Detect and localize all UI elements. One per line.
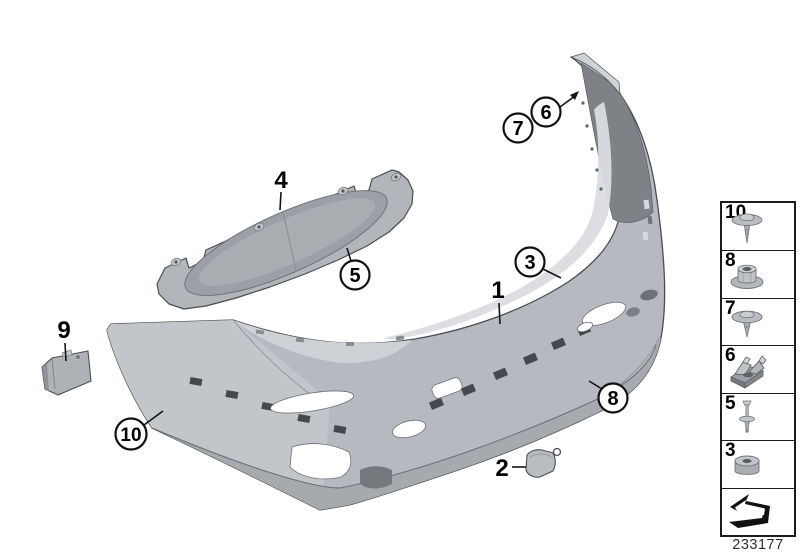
cutouts (270, 301, 627, 480)
flange-nut-icon (730, 264, 764, 289)
arm-inner-face (580, 62, 654, 223)
left-corner-facet (107, 320, 330, 510)
callout-8[interactable]: 8 (597, 382, 629, 414)
absorber-tray-inner (198, 198, 376, 286)
legend-label: 6 (725, 345, 736, 367)
impact-absorber[interactable] (156, 169, 414, 315)
svg-text:10: 10 (120, 425, 141, 446)
svg-text:3: 3 (524, 252, 535, 274)
legend-row-10[interactable]: 10 (722, 203, 794, 250)
dark-details (360, 101, 658, 489)
valance-band (152, 338, 661, 510)
side-mounting-bracket[interactable] (41, 349, 92, 396)
absorber-bosses (170, 172, 402, 267)
callout-1[interactable]: 1 (491, 277, 504, 304)
callout-7[interactable]: 7 (502, 112, 534, 144)
legend-row-6[interactable]: 6 (722, 345, 794, 392)
edge-tabs (255, 329, 405, 346)
crease-line (151, 344, 657, 489)
legend-label: 5 (725, 392, 736, 414)
callout-4[interactable]: 4 (274, 167, 288, 194)
callout-3[interactable]: 3 (514, 246, 546, 278)
callout-6[interactable]: 6 (530, 96, 562, 128)
svg-text:7: 7 (512, 118, 523, 140)
drawing-number: 233177 (732, 537, 784, 553)
svg-text:8: 8 (607, 388, 618, 410)
bracket-fold (51, 357, 56, 390)
legend-row-arrow[interactable] (722, 487, 794, 535)
bracket-tab (61, 349, 73, 358)
callout-2[interactable]: 2 (495, 455, 508, 482)
legend-label: 3 (725, 440, 736, 462)
callout-5[interactable]: 5 (339, 259, 371, 291)
leader-lines (64, 95, 603, 468)
legend-row-8[interactable]: 8 (722, 250, 794, 297)
spacer-grommet-icon (734, 455, 760, 476)
tow-eye-cover[interactable] (525, 447, 562, 478)
leader-arrowhead (570, 91, 579, 100)
callout-9[interactable]: 9 (57, 317, 70, 344)
legend-row-3[interactable]: 3 (722, 440, 794, 487)
legend-row-5[interactable]: 5 (722, 392, 794, 440)
svg-text:5: 5 (349, 265, 360, 287)
bracket-hole (76, 355, 80, 359)
svg-text:6: 6 (540, 102, 551, 124)
rear-bumper-panel[interactable] (106, 52, 666, 511)
callout-10[interactable]: 10 (114, 417, 148, 451)
top-surface (233, 320, 412, 364)
fastener-legend: 10 8 7 (720, 201, 796, 537)
direction-arrow-icon (729, 493, 770, 528)
tow-cover-line (529, 453, 552, 458)
legend-row-7[interactable]: 7 (722, 297, 794, 345)
legend-label: 8 (725, 250, 736, 272)
expanding-rivet-icon (731, 310, 763, 338)
cage-nut-clip-icon (730, 355, 767, 390)
absorber-seam (282, 211, 297, 271)
tow-cover-loop (552, 447, 562, 457)
bracket-flange (42, 363, 49, 391)
legend-label: 7 (725, 297, 736, 319)
blind-rivet-icon (739, 400, 755, 433)
arm-top-cap (569, 52, 621, 96)
washer-screw-icon (731, 213, 763, 243)
